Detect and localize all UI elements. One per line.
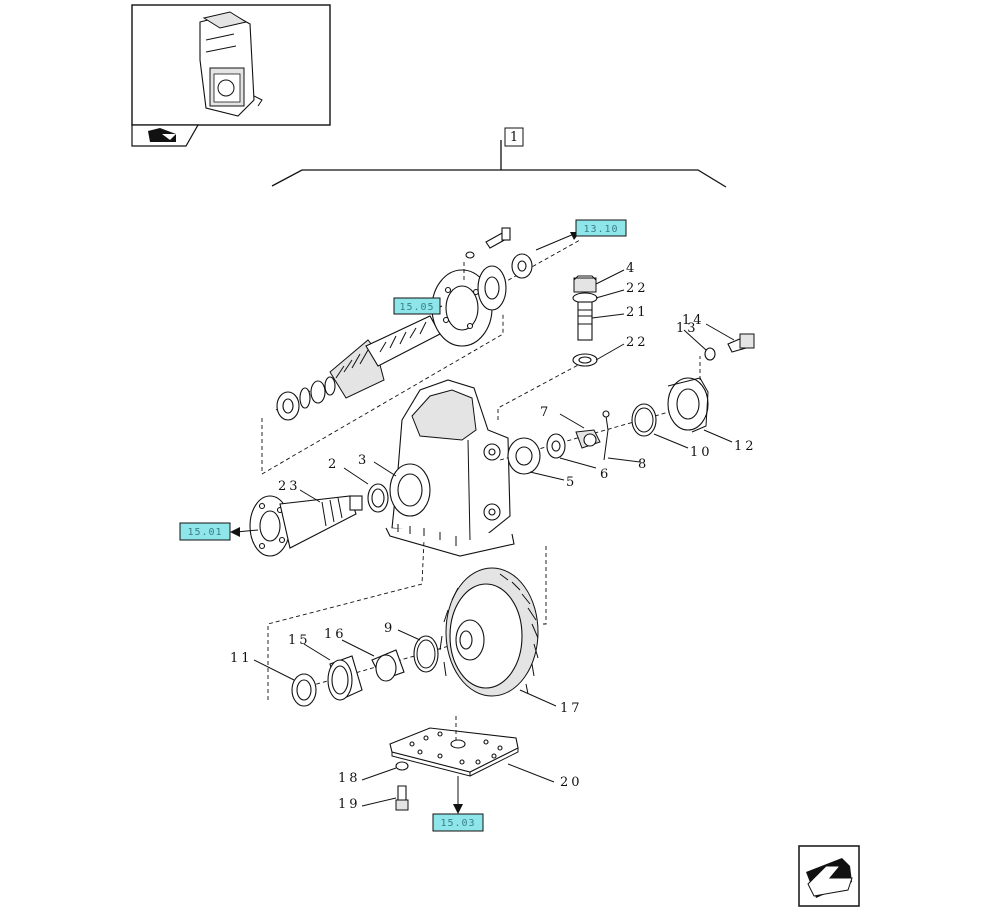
callout-21: 21 xyxy=(626,305,649,320)
callout-labels: 4 22 21 22 13 14 12 10 8 7 6 5 2 3 23 11… xyxy=(230,261,757,812)
section-ref-13-10[interactable]: 13.10 xyxy=(535,219,627,251)
section-ref-15-05[interactable]: 15.05 xyxy=(393,297,443,315)
callout-11: 11 xyxy=(230,651,253,666)
gearbox-housing xyxy=(385,379,515,557)
ring-gear-assembly xyxy=(267,539,547,707)
callout-6: 6 xyxy=(600,467,611,482)
cover-plate-assembly xyxy=(389,716,519,811)
group-marker: 1 xyxy=(510,130,518,145)
bolt-washer-14-13 xyxy=(704,333,755,361)
tractor-thumbnail-icon xyxy=(131,4,331,126)
callout-14: 14 xyxy=(682,313,705,328)
output-flange-shaft xyxy=(249,483,389,557)
callout-9: 9 xyxy=(384,621,395,636)
breather-plug-assembly xyxy=(572,275,598,367)
svg-text:15.03: 15.03 xyxy=(440,818,475,829)
callout-19: 19 xyxy=(338,797,361,812)
callout-15: 15 xyxy=(288,633,311,648)
group-bracket: 1 xyxy=(271,127,727,188)
callout-10: 10 xyxy=(690,445,713,460)
svg-text:15.01: 15.01 xyxy=(187,527,222,538)
callout-2: 2 xyxy=(328,457,339,472)
input-shaft-assembly xyxy=(261,227,581,475)
callout-4: 4 xyxy=(626,261,637,276)
callout-3: 3 xyxy=(358,453,369,468)
callout-7: 7 xyxy=(540,405,551,420)
callout-13: 13 xyxy=(676,321,699,336)
callout-22-upper: 22 xyxy=(626,281,649,296)
next-page-arrow-icon[interactable] xyxy=(798,845,860,907)
callout-23: 23 xyxy=(278,479,301,494)
svg-text:13.10: 13.10 xyxy=(583,224,618,235)
section-ref-15-03[interactable]: 15.03 xyxy=(432,776,484,832)
callout-5: 5 xyxy=(566,475,577,490)
callout-leaders xyxy=(253,269,735,807)
section-ref-15-01[interactable]: 15.01 xyxy=(179,522,259,541)
callout-18: 18 xyxy=(338,771,361,786)
callout-12: 12 xyxy=(734,439,757,454)
callout-22-lower: 22 xyxy=(626,335,649,350)
book-arrow-icon[interactable] xyxy=(131,124,200,147)
callout-17: 17 xyxy=(560,701,583,716)
callout-16: 16 xyxy=(324,627,347,642)
callout-8: 8 xyxy=(638,457,649,472)
right-side-parts xyxy=(497,356,709,475)
callout-20: 20 xyxy=(560,775,583,790)
svg-text:15.05: 15.05 xyxy=(399,302,434,313)
